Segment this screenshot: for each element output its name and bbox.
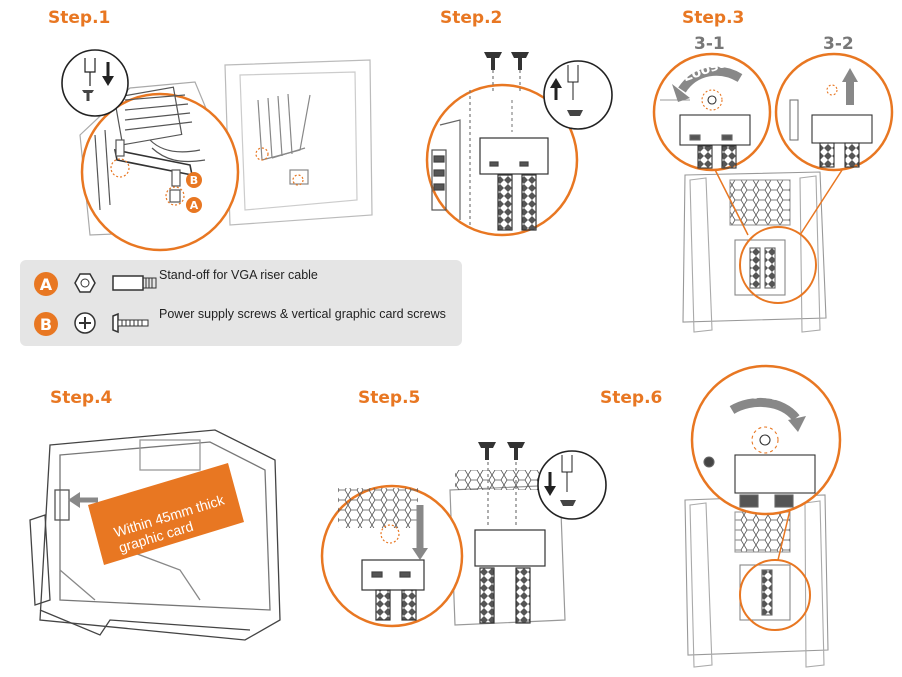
step-3-1-label: 3-1 <box>694 34 725 54</box>
legend-b-text: Power supply screws & vertical graphic c… <box>159 307 446 321</box>
callout-banner <box>68 463 244 565</box>
step-5-illustration <box>320 462 566 628</box>
down-arrow-icon <box>102 62 114 86</box>
legend-badge-b: B <box>34 312 58 336</box>
down-arrow-icon <box>412 450 607 560</box>
parts-legend: A Stand-off for VGA riser cable B Power … <box>20 260 462 346</box>
standoff-icon <box>74 273 157 293</box>
legend-badge-a: A <box>34 272 58 296</box>
step-5-title: Step.5 <box>358 388 421 408</box>
step-4-title: Step.4 <box>50 388 113 408</box>
rotate-arrow-icon <box>672 66 743 102</box>
marker-b: B <box>186 172 202 188</box>
step-3-2-label: 3-2 <box>823 34 854 54</box>
phillips-head-icon <box>74 312 149 334</box>
rotate-arrow-icon <box>729 397 806 432</box>
step-6-illustration <box>684 364 842 668</box>
step-2-illustration <box>425 70 579 237</box>
step-6-title: Step.6 <box>600 388 663 408</box>
step-2-title: Step.2 <box>440 8 503 28</box>
up-arrow-icon <box>842 68 858 105</box>
step-3-illustration <box>652 52 894 333</box>
screw-icon <box>478 442 525 460</box>
step-2-inset <box>543 60 613 130</box>
step-1-title: Step.1 <box>48 8 111 28</box>
step-3-title: Step.3 <box>682 8 745 28</box>
screw-icon <box>484 52 529 70</box>
legend-a-text: Stand-off for VGA riser cable <box>159 268 318 282</box>
marker-a: A <box>186 197 202 213</box>
